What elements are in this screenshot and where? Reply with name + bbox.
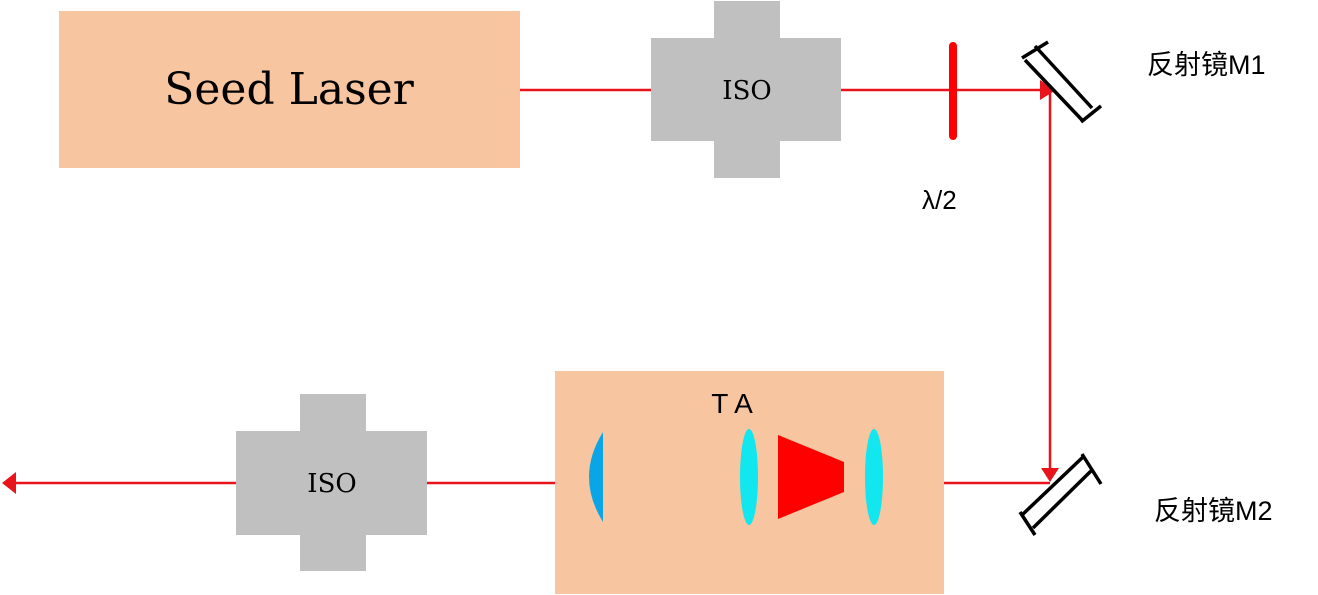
waveplate-label: λ/2 xyxy=(922,185,957,215)
lens-cyan-right xyxy=(865,429,883,525)
iso-top: ISO xyxy=(651,1,841,178)
ta-chip xyxy=(778,435,844,519)
arrowhead-mirror1-icon xyxy=(1040,80,1056,100)
seed-laser-box xyxy=(59,11,520,168)
arrowhead-mirror2-icon xyxy=(1041,468,1059,482)
mirror2-label: 反射镜M2 xyxy=(1154,496,1273,526)
beam-path xyxy=(12,88,1052,485)
lens-plano-convex xyxy=(589,432,603,522)
iso-bottom: ISO xyxy=(236,394,427,571)
mirror1-label: 反射镜M1 xyxy=(1147,50,1266,80)
mirror2 xyxy=(1018,453,1103,536)
mirror1 xyxy=(1021,40,1103,124)
iso-top-label: ISO xyxy=(722,76,771,106)
lens-cyan-left xyxy=(740,429,758,525)
iso-bottom-label: ISO xyxy=(307,469,356,499)
seed-laser-label: Seed Laser xyxy=(164,64,414,115)
ta-label: T A xyxy=(711,388,753,419)
arrowhead-output-icon xyxy=(2,472,16,494)
